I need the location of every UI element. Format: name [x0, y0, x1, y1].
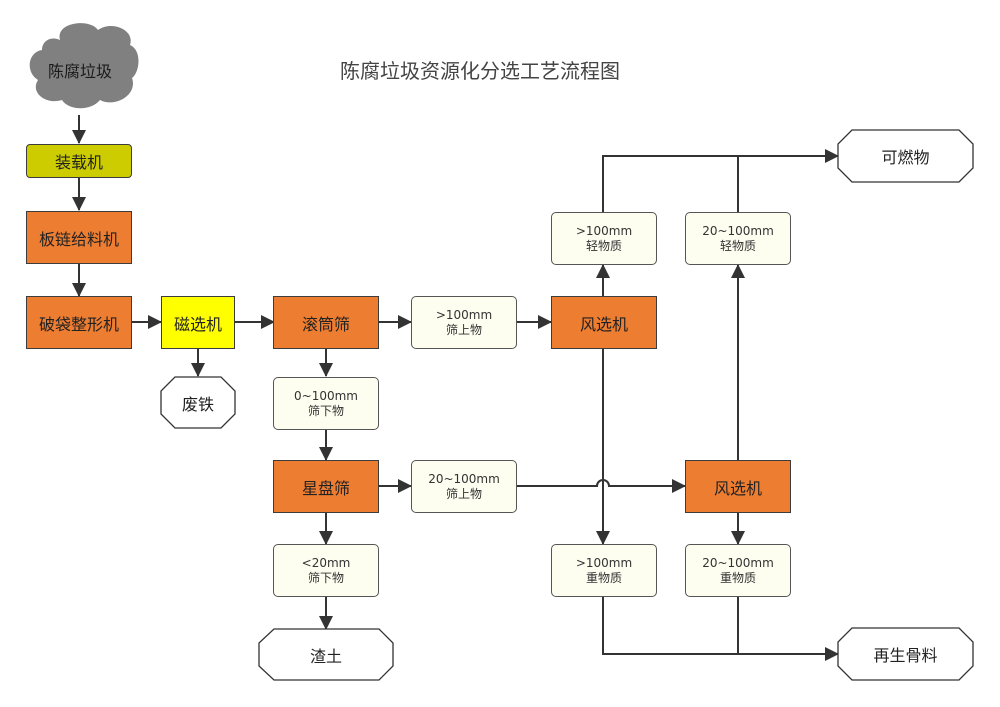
star-undersize-node[interactable]: <20mm 筛下物 — [273, 544, 379, 597]
light-20-100-size: 20~100mm — [702, 223, 774, 238]
terminal-soil-shape — [258, 628, 394, 681]
trommel-oversize-label: 筛上物 — [445, 322, 482, 337]
star-screen-label: 星盘筛 — [301, 478, 350, 498]
cloud-shape — [29, 23, 139, 109]
combustibles-terminal[interactable]: 可燃物 — [838, 130, 973, 182]
air-separator-2-node[interactable]: 风选机 — [685, 460, 791, 513]
recycled-aggregate-label: 再生骨料 — [873, 646, 938, 665]
light-20-100-label: 轻物质 — [719, 238, 756, 253]
loader-label: 装载机 — [54, 153, 103, 172]
air-separator-2-label: 风选机 — [713, 478, 762, 498]
scrap-iron-label: 废铁 — [181, 394, 214, 414]
trommel-label: 滚筒筛 — [301, 314, 350, 334]
trommel-node[interactable]: 滚筒筛 — [273, 296, 379, 349]
light-20-100-node[interactable]: 20~100mm 轻物质 — [685, 212, 791, 265]
trommel-oversize-node[interactable]: >100mm 筛上物 — [411, 296, 517, 349]
loader-node[interactable]: 装载机 — [26, 144, 132, 178]
bag-breaker-label: 破袋整形机 — [38, 314, 119, 334]
star-undersize-label: 筛下物 — [307, 570, 344, 585]
source-label: 陈腐垃圾 — [47, 62, 112, 81]
apron-feeder-label: 板链给料机 — [38, 229, 119, 249]
magnetic-separator-label: 磁选机 — [173, 314, 222, 334]
heavy-20-100-label: 重物质 — [719, 570, 756, 585]
light-100-node[interactable]: >100mm 轻物质 — [551, 212, 657, 265]
light-100-size: >100mm — [575, 223, 633, 238]
star-undersize-size: <20mm — [301, 555, 351, 570]
soil-label: 渣土 — [309, 646, 342, 666]
star-oversize-label: 筛上物 — [445, 486, 482, 501]
light-100-label: 轻物质 — [585, 238, 622, 253]
arrow-heavy-to-aggregate — [602, 597, 839, 661]
heavy-20-100-node[interactable]: 20~100mm 重物质 — [685, 544, 791, 597]
air-separator-1-label: 风选机 — [579, 314, 628, 334]
heavy-100-size: >100mm — [575, 555, 633, 570]
recycled-aggregate-terminal[interactable]: 再生骨料 — [838, 628, 973, 680]
combustibles-label: 可燃物 — [881, 148, 930, 167]
trommel-undersize-node[interactable]: 0~100mm 筛下物 — [273, 377, 379, 430]
air-separator-1-node[interactable]: 风选机 — [551, 296, 657, 349]
star-oversize-node[interactable]: 20~100mm 筛上物 — [411, 460, 517, 513]
trommel-undersize-label: 筛下物 — [307, 403, 344, 418]
terminal-combustibles-shape — [837, 129, 974, 183]
terminal-scrap-iron-shape — [160, 376, 236, 429]
scrap-iron-terminal[interactable]: 废铁 — [161, 377, 235, 428]
terminal-aggregate-shape — [837, 627, 974, 681]
heavy-20-100-size: 20~100mm — [702, 555, 774, 570]
magnetic-separator-node[interactable]: 磁选机 — [161, 296, 235, 349]
apron-feeder-node[interactable]: 板链给料机 — [26, 211, 132, 264]
trommel-undersize-size: 0~100mm — [294, 388, 358, 403]
star-screen-node[interactable]: 星盘筛 — [273, 460, 379, 513]
arrow-light-to-combustibles — [602, 149, 839, 212]
arrow-star-over-to-air2 — [517, 479, 686, 493]
diagram-title: 陈腐垃圾资源化分选工艺流程图 — [340, 59, 620, 83]
heavy-100-label: 重物质 — [585, 570, 622, 585]
bag-breaker-node[interactable]: 破袋整形机 — [26, 296, 132, 349]
star-oversize-size: 20~100mm — [428, 471, 500, 486]
heavy-100-node[interactable]: >100mm 重物质 — [551, 544, 657, 597]
soil-terminal[interactable]: 渣土 — [259, 629, 393, 680]
trommel-oversize-size: >100mm — [435, 307, 493, 322]
source-cloud: 陈腐垃圾 — [30, 50, 130, 90]
